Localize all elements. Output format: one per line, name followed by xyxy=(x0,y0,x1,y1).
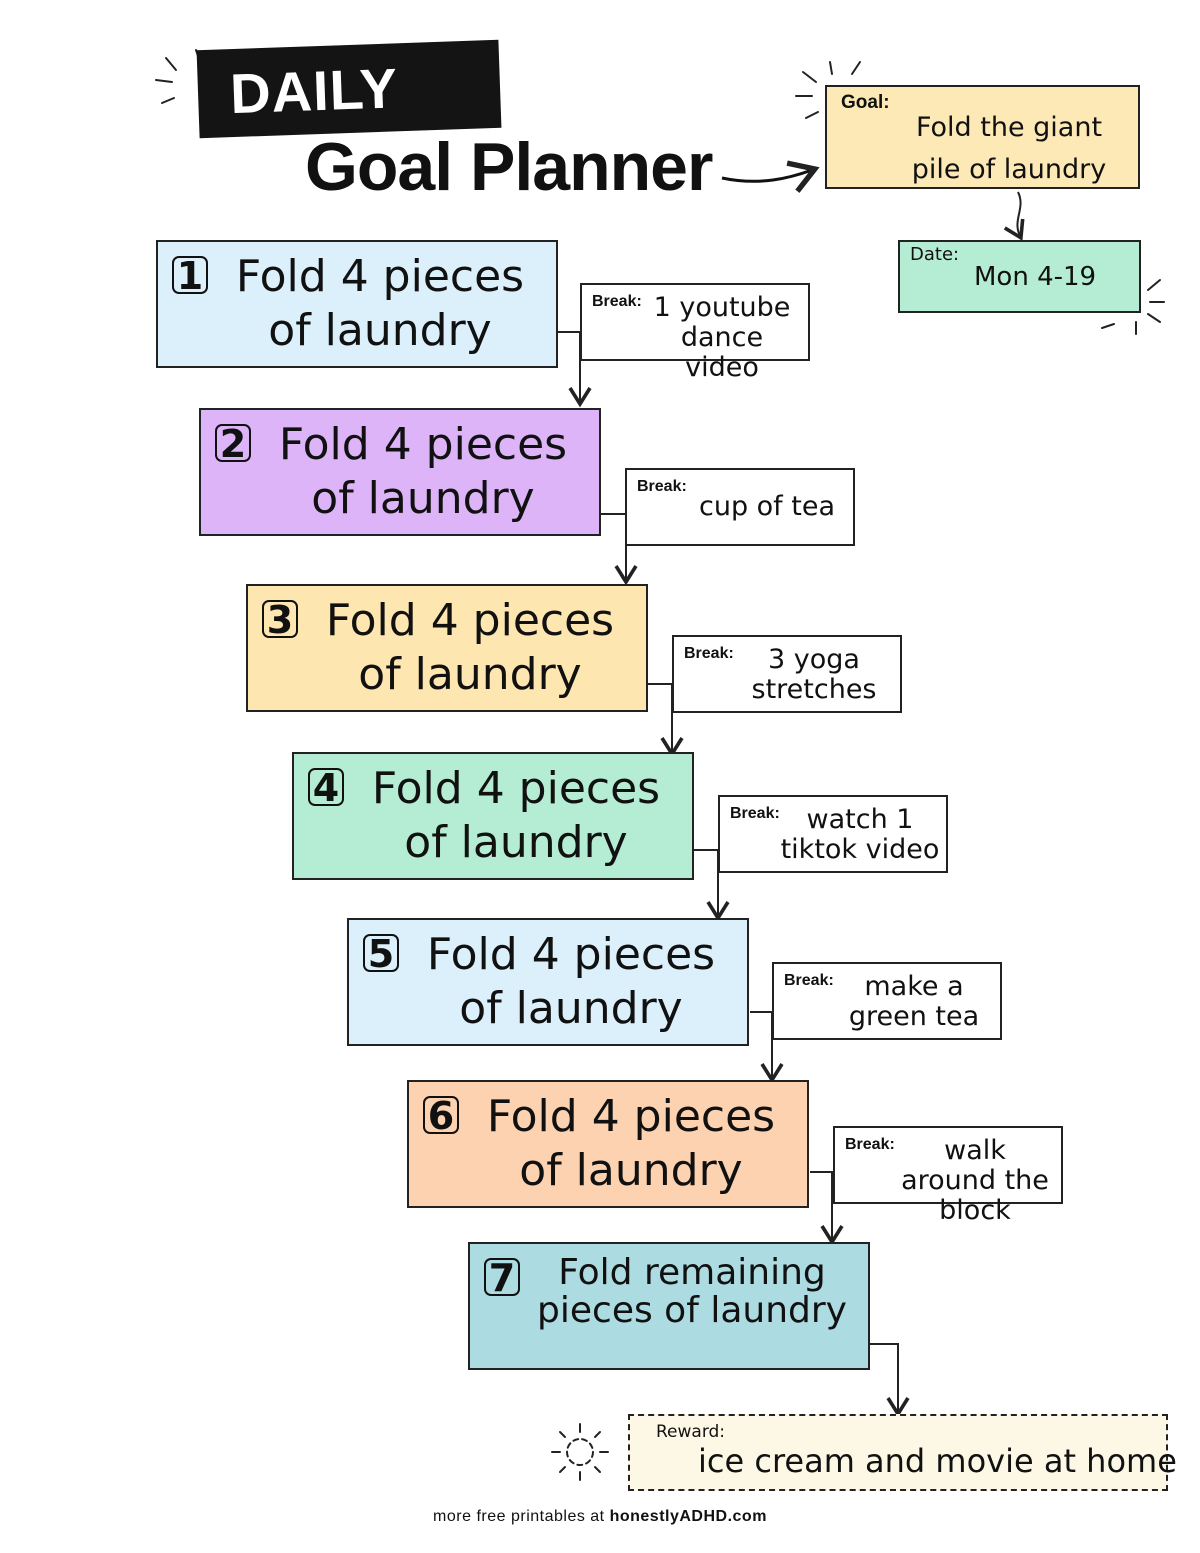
step-number: 7 xyxy=(484,1258,520,1297)
page-title: Goal Planner xyxy=(305,129,713,205)
step-number: 5 xyxy=(363,934,399,973)
step-text: Fold 4 pieces of laundry xyxy=(371,763,661,868)
goal-box: Goal: Fold the giant pile of laundry xyxy=(825,85,1140,189)
date-box: Date: Mon 4-19 xyxy=(898,240,1141,313)
break-text: watch 1 tiktok video xyxy=(780,804,940,865)
step-number: 6 xyxy=(423,1096,459,1135)
step-text: Fold 4 pieces of laundry xyxy=(426,929,716,1034)
reward-text: ice cream and movie at home xyxy=(698,1442,1177,1480)
break-label: Break: xyxy=(784,972,834,989)
reward-box: Reward: ice cream and movie at home xyxy=(628,1414,1177,1491)
footer-site-link[interactable]: honestlyADHD.com xyxy=(609,1508,767,1525)
break-box-1: Break: 1 youtube dance video xyxy=(580,283,810,383)
break-box-3: Break: 3 yoga stretches xyxy=(672,635,902,713)
break-label: Break: xyxy=(684,645,734,662)
reward-label: Reward: xyxy=(656,1422,726,1442)
goal-text: Fold the giant pile of laundry xyxy=(911,112,1107,185)
daily-banner: DAILY xyxy=(196,39,502,139)
break-box-4: Break: watch 1 tiktok video xyxy=(718,795,948,873)
break-text: make a green tea xyxy=(848,971,980,1032)
break-box-2: Break: cup of tea xyxy=(625,468,855,546)
date-label: Date: xyxy=(910,244,960,265)
step-number: 4 xyxy=(308,768,344,807)
break-text: 1 youtube dance video xyxy=(653,292,791,383)
footer-prefix: more free printables at xyxy=(433,1508,610,1525)
step-text: Fold 4 pieces of laundry xyxy=(235,251,525,356)
break-label: Break: xyxy=(592,293,642,310)
daily-label: DAILY xyxy=(229,55,399,125)
step-box-5: 5 Fold 4 pieces of laundry xyxy=(347,918,749,1046)
step-box-2: 2 Fold 4 pieces of laundry xyxy=(199,408,601,536)
sparkle-icon xyxy=(1101,279,1165,335)
step-text: Fold remaining pieces of laundry xyxy=(537,1252,847,1331)
step-number: 3 xyxy=(262,600,298,639)
break-label: Break: xyxy=(637,478,687,495)
break-label: Break: xyxy=(730,805,780,822)
break-box-5: Break: make a green tea xyxy=(772,962,1002,1040)
step-box-1: 1 Fold 4 pieces of laundry xyxy=(156,240,558,368)
goal-label: Goal: xyxy=(841,92,890,113)
break-text: 3 yoga stretches xyxy=(751,644,877,705)
break-text: cup of tea xyxy=(698,491,836,522)
sun-icon xyxy=(551,1423,609,1481)
footer: more free printables at honestlyADHD.com xyxy=(0,1508,1200,1526)
break-label: Break: xyxy=(845,1136,895,1153)
step-text: Fold 4 pieces of laundry xyxy=(325,595,615,700)
step-text: Fold 4 pieces of laundry xyxy=(278,419,568,524)
step-box-7: 7 Fold remaining pieces of laundry xyxy=(468,1242,870,1370)
step-text: Fold 4 pieces of laundry xyxy=(486,1091,776,1196)
date-text: Mon 4-19 xyxy=(974,262,1097,292)
step-box-4: 4 Fold 4 pieces of laundry xyxy=(292,752,694,880)
step-number: 2 xyxy=(215,424,251,463)
step-box-3: 3 Fold 4 pieces of laundry xyxy=(246,584,648,712)
break-box-6: Break: walk around the block xyxy=(833,1126,1063,1226)
sparkle-icon xyxy=(795,61,861,119)
step-box-6: 6 Fold 4 pieces of laundry xyxy=(407,1080,809,1208)
break-text: walk around the block xyxy=(901,1135,1049,1226)
step-number: 1 xyxy=(172,256,208,295)
